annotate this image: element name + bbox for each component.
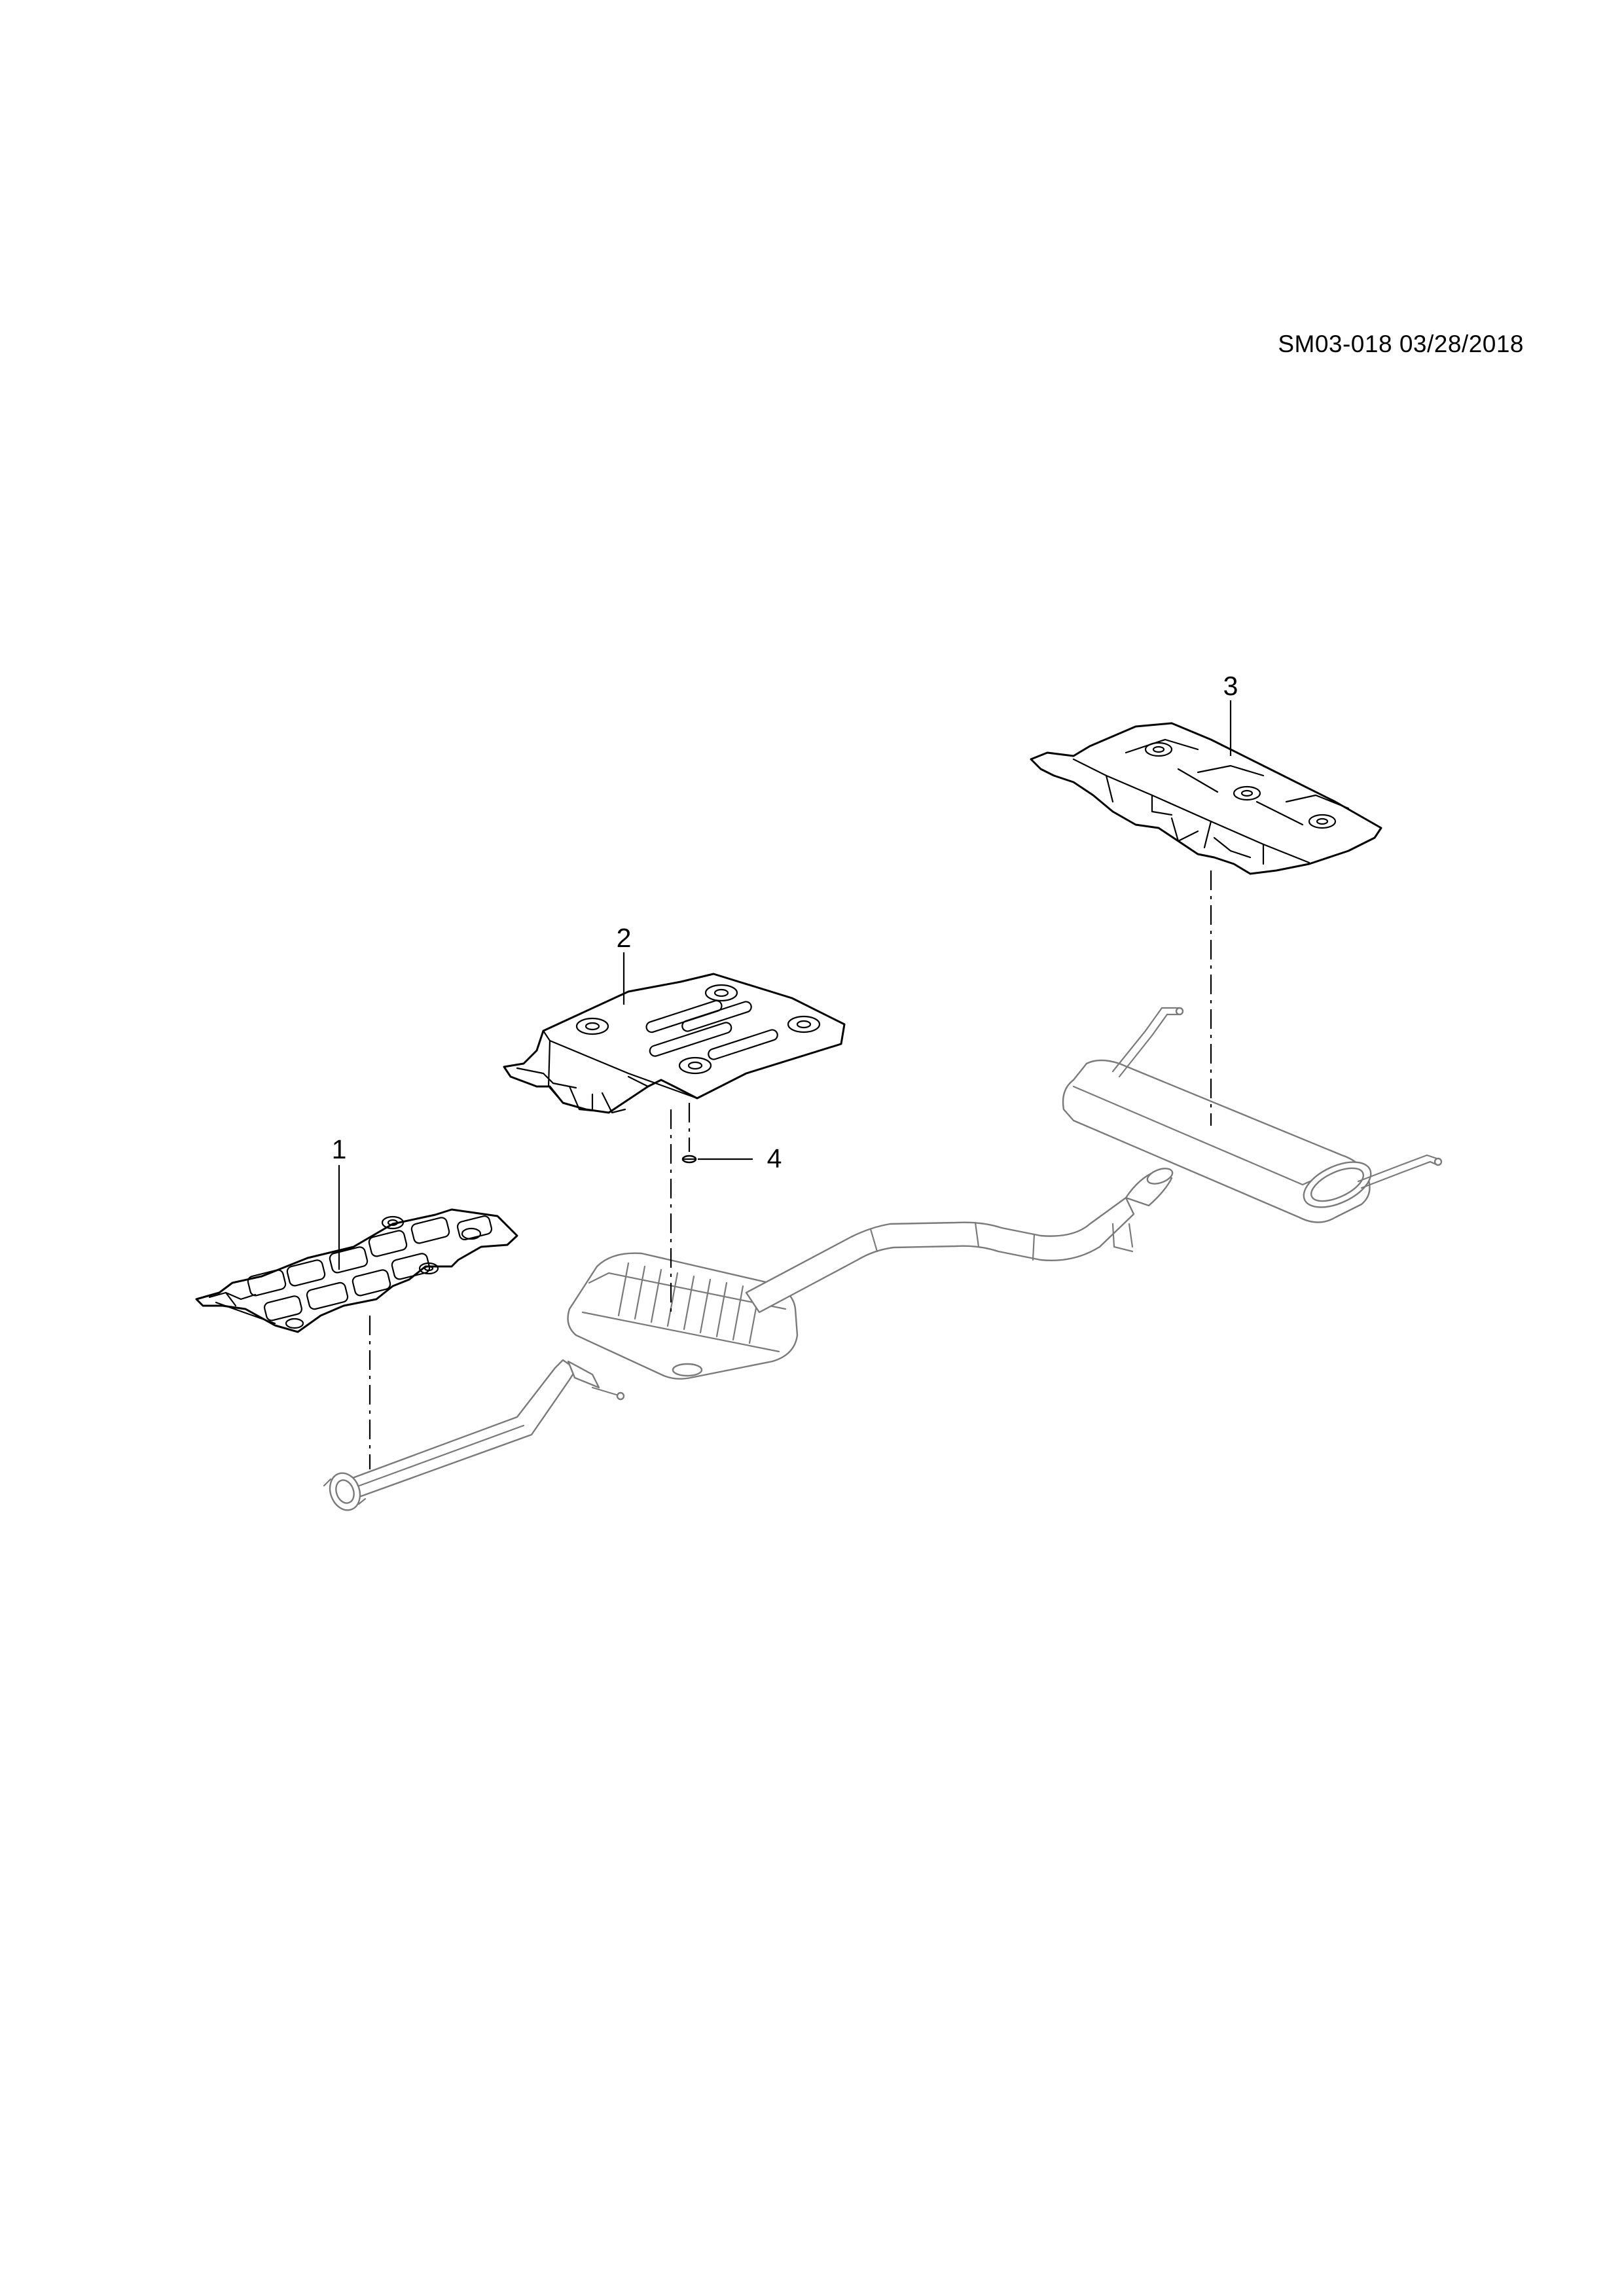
callout-1: 1 <box>332 1134 347 1164</box>
heat-shield-rear <box>1030 722 1382 875</box>
heat-shield-front <box>195 1208 518 1333</box>
callout-3: 3 <box>1223 671 1238 701</box>
callout-4: 4 <box>767 1143 782 1174</box>
intermediate-pipe <box>745 1196 1135 1314</box>
heat-shield-center <box>503 973 846 1114</box>
center-muffler <box>567 1252 799 1380</box>
callout-2: 2 <box>617 923 632 953</box>
fastener <box>681 1155 697 1164</box>
leader-lines <box>338 700 1232 1270</box>
callout-numbers: 1 2 3 4 <box>332 671 1238 1174</box>
document-id-date: SM03-018 03/28/2018 <box>1278 331 1524 357</box>
assembly-centerlines <box>369 870 1212 1469</box>
front-pipe <box>323 1359 625 1511</box>
exhaust-system <box>323 1007 1443 1511</box>
rear-muffler <box>1062 1007 1443 1223</box>
